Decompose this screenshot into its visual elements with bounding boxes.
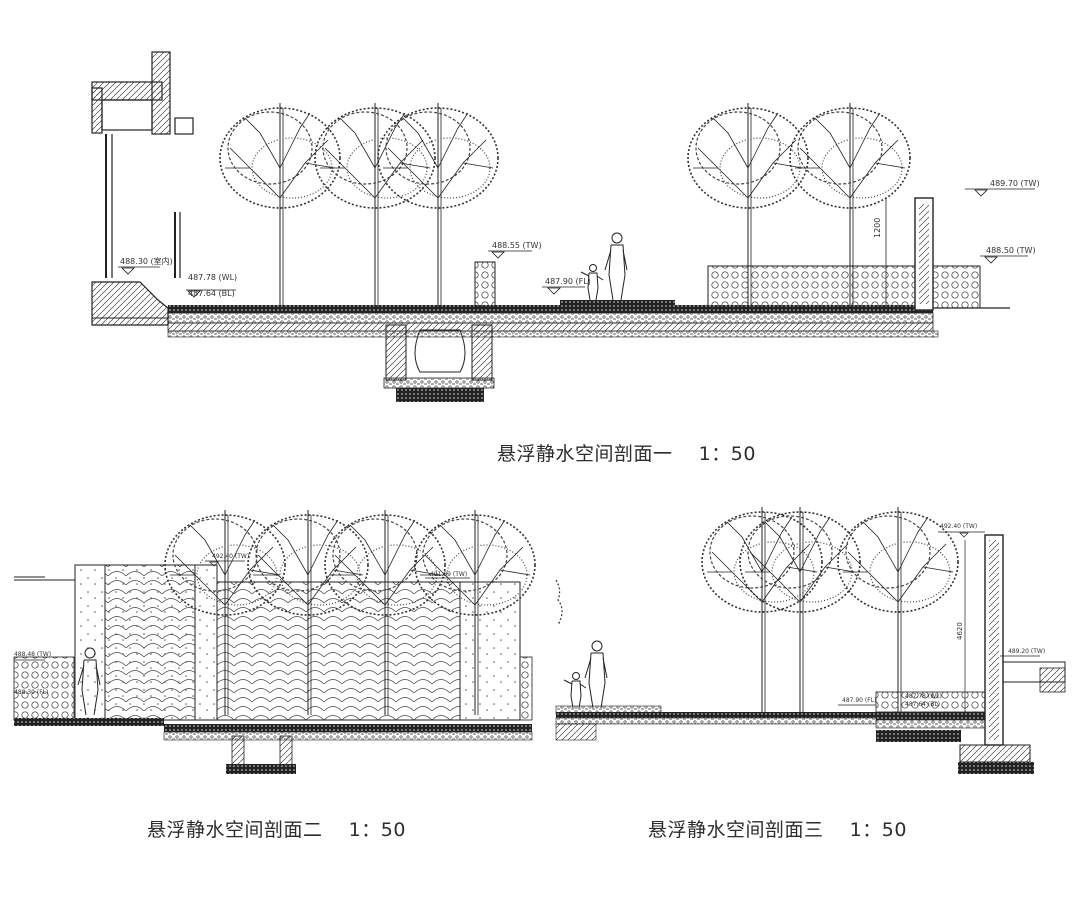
low-wall-left [474, 261, 496, 308]
elevation-label: 488.55 (TW) [492, 241, 542, 250]
elevation-label: 492.40 (TW) [212, 553, 249, 560]
section-3-drawing: 492.40 (TW) 489.20 (TW) 487.90 (FL) 487.… [555, 506, 1066, 774]
elevation-label: 487.90 (FL) [545, 277, 591, 286]
elevation-label: 487.78 (WL) [188, 273, 237, 282]
screen-wall [707, 265, 981, 309]
adult-figure [604, 232, 628, 301]
elevation-label: 492.40 (TW) [940, 523, 977, 530]
tree [701, 506, 823, 713]
section-3-caption: 悬浮静水空间剖面三 1：50 [648, 819, 907, 841]
planter-pit [383, 324, 495, 402]
platform [560, 300, 675, 308]
tree [739, 506, 861, 713]
elevation-label: 487.64 (BL) [905, 701, 940, 708]
elevation-label: 488.48 (TW) [14, 651, 51, 658]
section-1-caption: 悬浮静水空间剖面一 1：50 [497, 443, 756, 465]
section-2-drawing: 492.40 (TW) 491.89 (TW) 488.48 (TW) 488.… [13, 509, 536, 774]
screen-wall [13, 656, 75, 721]
child-figure [563, 672, 587, 709]
pool-slab [555, 705, 987, 742]
section-2-caption: 悬浮静水空间剖面二 1：50 [147, 819, 406, 841]
elevation-label: 491.89 (TW) [430, 571, 467, 578]
elevation-label: 488.50 (TW) [986, 246, 1036, 255]
elevation-label: 488.30 (室内) [120, 256, 173, 266]
dimension-label: 4620 [956, 622, 964, 640]
tree [219, 102, 341, 309]
building-facade [91, 51, 194, 326]
elevation-label: 487.64 (BL) [188, 289, 235, 298]
elevation-label: 489.70 (TW) [990, 179, 1040, 188]
dimension-label: 1200 [873, 218, 882, 238]
elevation-label: 487.78 (WL) [905, 693, 942, 700]
pool-slab [92, 305, 1010, 338]
tree [837, 506, 959, 713]
section-1-drawing: 488.30 (室内) 487.78 (WL) 487.64 (BL) 488.… [91, 51, 1040, 402]
adult-figure [584, 640, 608, 709]
elevation-label: 487.90 (FL) [842, 697, 876, 704]
pool-slab [14, 718, 533, 774]
elevation-label: 488.30 (FL) [14, 689, 48, 696]
tall-wall [958, 534, 1066, 774]
elevation-label: 489.20 (TW) [1008, 648, 1045, 655]
